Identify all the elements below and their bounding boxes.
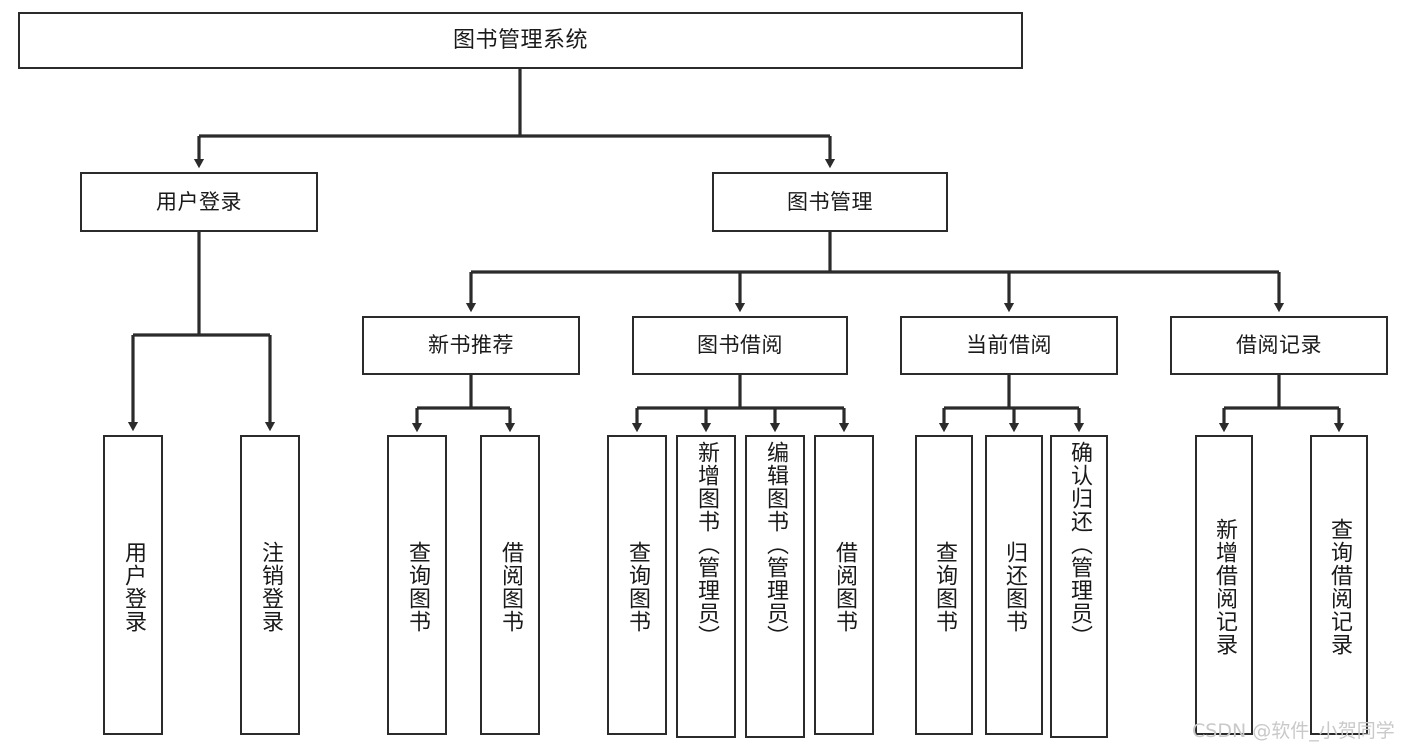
- node-label: 用户登录: [121, 541, 146, 633]
- csdn-watermark: CSDN @软件_小贺同学: [1192, 720, 1395, 742]
- leaf-borrow-book-recommend[interactable]: 借阅图书: [480, 435, 540, 735]
- node-borrow-record[interactable]: 借阅记录: [1170, 316, 1388, 375]
- node-label: 确认归还（管理员）: [1067, 441, 1092, 648]
- node-label: 用户登录: [156, 189, 242, 214]
- leaf-edit-book-admin[interactable]: 编辑图书（管理员）: [745, 435, 805, 738]
- leaf-logout[interactable]: 注销登录: [240, 435, 300, 735]
- leaf-confirm-return-admin[interactable]: 确认归还（管理员）: [1050, 435, 1108, 738]
- node-label: 新书推荐: [428, 333, 514, 358]
- node-label: 图书管理系统: [452, 27, 588, 53]
- node-root-system[interactable]: 图书管理系统: [18, 12, 1023, 69]
- node-label: 编辑图书（管理员）: [763, 441, 788, 648]
- node-current-borrow[interactable]: 当前借阅: [900, 316, 1118, 375]
- leaf-user-login[interactable]: 用户登录: [103, 435, 163, 735]
- node-label: 注销登录: [258, 541, 283, 633]
- node-label: 归还图书: [1002, 541, 1027, 633]
- node-user-login[interactable]: 用户登录: [80, 172, 318, 232]
- node-label: 查询图书: [932, 541, 957, 633]
- node-label: 查询借阅记录: [1327, 518, 1352, 656]
- leaf-add-book-admin[interactable]: 新增图书（管理员）: [676, 435, 736, 738]
- node-label: 借阅记录: [1236, 333, 1322, 358]
- node-label: 新增借阅记录: [1212, 518, 1237, 656]
- node-book-borrow[interactable]: 图书借阅: [632, 316, 848, 375]
- node-label: 查询图书: [625, 541, 650, 633]
- leaf-query-book-recommend[interactable]: 查询图书: [387, 435, 447, 735]
- leaf-query-borrow-record[interactable]: 查询借阅记录: [1310, 435, 1368, 735]
- node-book-management[interactable]: 图书管理: [712, 172, 948, 232]
- leaf-return-book[interactable]: 归还图书: [985, 435, 1043, 735]
- node-label: 查询图书: [405, 541, 430, 633]
- node-label: 图书管理: [787, 189, 873, 214]
- node-label: 新增图书（管理员）: [694, 441, 719, 648]
- node-label: 图书借阅: [697, 333, 783, 358]
- leaf-add-borrow-record[interactable]: 新增借阅记录: [1195, 435, 1253, 735]
- node-label: 借阅图书: [832, 541, 857, 633]
- leaf-query-book-current[interactable]: 查询图书: [915, 435, 973, 735]
- leaf-query-book-borrow[interactable]: 查询图书: [607, 435, 667, 735]
- leaf-borrow-book[interactable]: 借阅图书: [814, 435, 874, 735]
- node-label: 借阅图书: [498, 541, 523, 633]
- node-new-book-recommend[interactable]: 新书推荐: [362, 316, 580, 375]
- node-label: 当前借阅: [966, 333, 1052, 358]
